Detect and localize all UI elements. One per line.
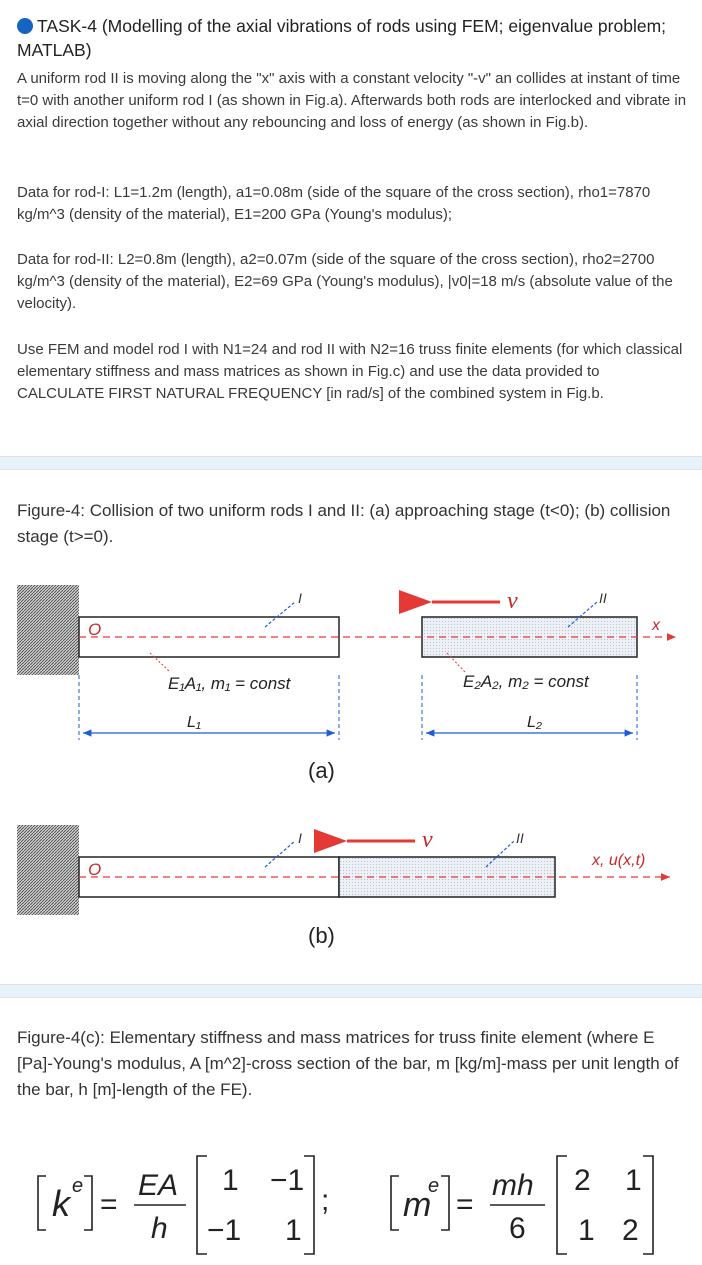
k-matrix-bracket-right xyxy=(304,1155,315,1255)
rod2-label-b: II xyxy=(516,830,524,846)
k-coef-num: EA xyxy=(138,1169,178,1202)
k-entry-22: 1 xyxy=(285,1214,302,1247)
separator: ; xyxy=(321,1184,329,1217)
k-entry-11: 1 xyxy=(222,1164,239,1197)
m-entry-22: 2 xyxy=(622,1214,639,1247)
task-title-text: TASK-4 (Modelling of the axial vibration… xyxy=(17,16,667,60)
rod1-label-b: I xyxy=(298,830,302,846)
k-bracket-right xyxy=(84,1175,93,1231)
m-entry-12: 1 xyxy=(625,1164,642,1197)
velocity-label-a: v xyxy=(507,588,518,614)
rod1-label-a: I xyxy=(298,590,302,606)
rod1-props-pointer xyxy=(149,652,171,673)
instructions-paragraph: Use FEM and model rod I with N1=24 and r… xyxy=(17,341,683,402)
m-bracket-left xyxy=(390,1175,399,1231)
figure4-diagram: O x v I II E₁A₁, m₁ = const E₂A₂, m₂ = c… xyxy=(17,585,676,948)
k-bracket-left xyxy=(37,1175,46,1231)
rod1-data-paragraph: Data for rod-I: L1=1.2m (length), a1=0.0… xyxy=(17,184,651,223)
rod2-label-a: II xyxy=(599,590,607,606)
matrices-figure: k e = EA h 1 −1 −1 1 ; m e = mh 6 2 1 1 … xyxy=(37,1155,654,1255)
m-superscript: e xyxy=(428,1175,439,1197)
m-matrix-bracket-right xyxy=(643,1155,654,1255)
m-entry-11: 2 xyxy=(574,1164,591,1197)
dim-l2-label: L₂ xyxy=(527,714,542,731)
figure-b: O x, u(x,t) v I II (b) xyxy=(17,825,670,948)
k-symbol: k xyxy=(52,1183,72,1224)
k-entry-21: −1 xyxy=(207,1214,241,1247)
task-title: TASK-4 (Modelling of the axial vibration… xyxy=(17,14,687,62)
m-matrix-bracket-left xyxy=(556,1155,567,1255)
origin-label-b: O xyxy=(88,860,101,879)
rod2-pointer-b xyxy=(485,840,515,868)
rod1-pointer-b xyxy=(264,840,296,868)
wall-a xyxy=(17,585,79,675)
k-matrix-bracket-left xyxy=(196,1155,207,1255)
m-bracket-right xyxy=(441,1175,450,1231)
rod2-props-pointer xyxy=(446,652,466,673)
k-coef-den: h xyxy=(151,1212,168,1245)
x-label-a: x xyxy=(651,617,661,634)
x-label-b: x, u(x,t) xyxy=(591,852,645,869)
figure4-caption: Figure-4: Collision of two uniform rods … xyxy=(17,501,671,546)
section-separator xyxy=(0,456,702,470)
label-a: (a) xyxy=(308,758,335,783)
m-equals: = xyxy=(456,1188,474,1221)
rod2-props: E₂A₂, m₂ = const xyxy=(463,672,590,691)
m-entry-21: 1 xyxy=(578,1214,595,1247)
rod1-props: E₁A₁, m₁ = const xyxy=(168,674,292,693)
rod2-pointer-a xyxy=(567,601,598,628)
bullet-dot-icon xyxy=(17,18,33,34)
section-separator-2 xyxy=(0,984,702,998)
velocity-label-b: v xyxy=(422,827,433,853)
wall-b xyxy=(17,825,79,915)
k-superscript: e xyxy=(72,1175,83,1197)
label-b: (b) xyxy=(308,923,335,948)
k-equals: = xyxy=(100,1188,118,1221)
rod1-pointer-a xyxy=(264,601,296,628)
m-coef-num: mh xyxy=(492,1169,534,1202)
m-coef-den: 6 xyxy=(509,1212,526,1245)
figure4c-caption: Figure-4(c): Elementary stiffness and ma… xyxy=(17,1028,679,1099)
origin-label-a: O xyxy=(88,620,101,639)
dim-l1-label: L₁ xyxy=(187,714,201,731)
figure-a: O x v I II E₁A₁, m₁ = const E₂A₂, m₂ = c… xyxy=(17,585,676,783)
rod2-data-paragraph: Data for rod-II: L2=0.8m (length), a2=0.… xyxy=(17,251,673,312)
m-symbol: m xyxy=(403,1186,431,1224)
rod2-b xyxy=(338,856,556,898)
intro-paragraph: A uniform rod II is moving along the "x"… xyxy=(17,70,687,131)
k-entry-12: −1 xyxy=(270,1164,304,1197)
